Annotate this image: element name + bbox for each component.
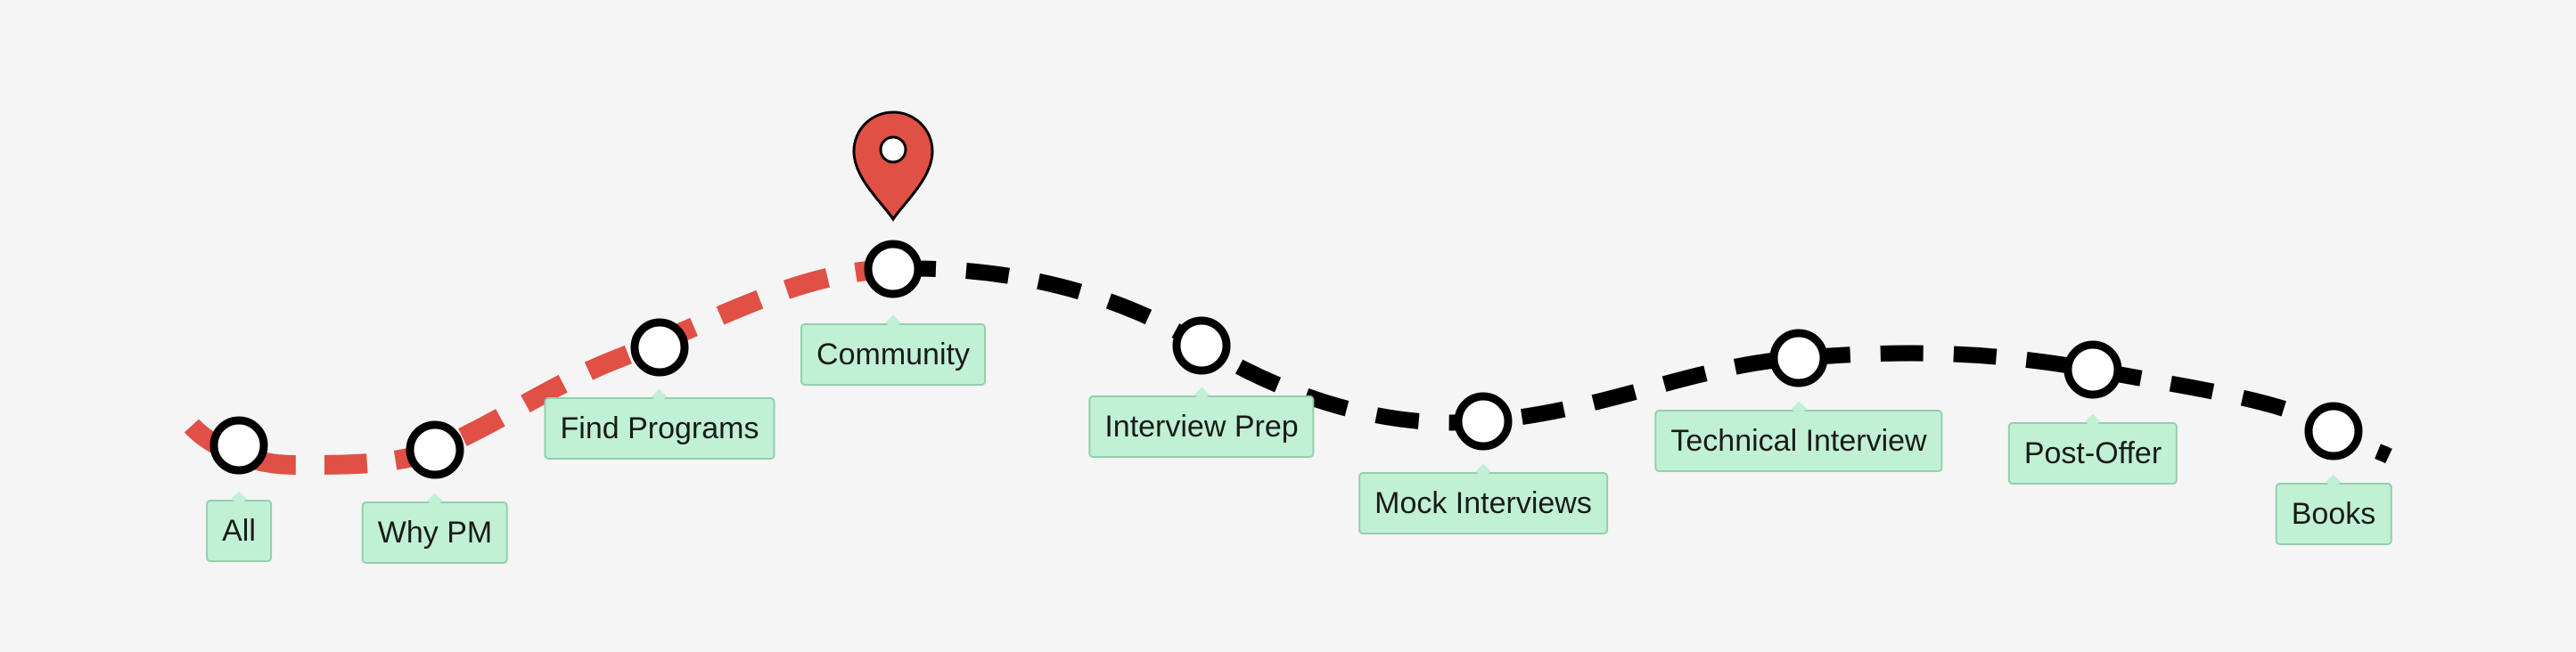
stop-node-why-pm[interactable] [406, 420, 464, 479]
stop-label-community[interactable]: Community [800, 323, 986, 386]
completed-path [184, 259, 894, 476]
stop-label-find-programs[interactable]: Find Programs [544, 397, 775, 460]
stop-label-interview-prep[interactable]: Interview Prep [1088, 395, 1315, 458]
stop-node-community[interactable] [864, 240, 923, 298]
stop-label-post-offer[interactable]: Post-Offer [2007, 422, 2178, 485]
location-pin-icon [852, 110, 934, 222]
stop-node-post-offer[interactable] [2063, 340, 2122, 399]
stop-node-mock-interviews[interactable] [1454, 392, 1513, 451]
stop-node-interview-prep[interactable] [1172, 316, 1231, 375]
stop-label-books[interactable]: Books [2275, 483, 2392, 545]
stop-label-mock-interviews[interactable]: Mock Interviews [1358, 472, 1608, 534]
stop-node-find-programs[interactable] [630, 318, 689, 377]
stop-label-why-pm[interactable]: Why PM [361, 501, 509, 564]
stop-node-all[interactable] [209, 416, 268, 475]
stop-node-technical-interview[interactable] [1769, 329, 1828, 387]
stop-node-books[interactable] [2304, 402, 2363, 460]
stop-label-technical-interview[interactable]: Technical Interview [1654, 410, 1943, 472]
stop-label-all[interactable]: All [206, 500, 272, 562]
